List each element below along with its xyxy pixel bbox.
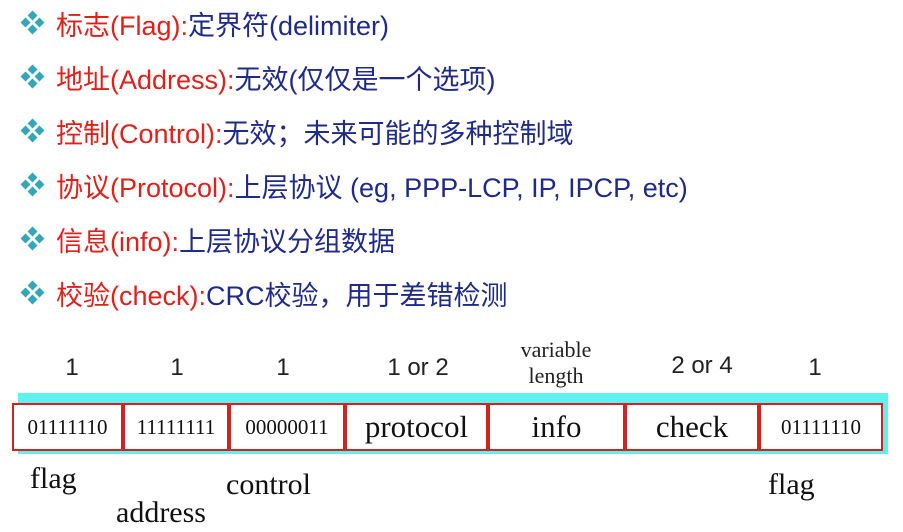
bullet-check: 校验(check): CRC校验，用于差错检测: [20, 273, 508, 313]
bullet-term: 校验(check):: [56, 280, 207, 311]
size-label-address: 1: [170, 354, 184, 381]
bullet-term: 协议(Protocol):: [56, 172, 235, 203]
field-flag-end: 01111110: [759, 403, 883, 451]
bullet-address: 地址(Address): 无效(仅仅是一个选项): [20, 57, 496, 97]
bullet-desc: 上层协议分组数据: [179, 226, 396, 257]
bullet-control: 控制(Control): 无效；未来可能的多种控制域: [20, 111, 574, 151]
bullet-desc: 上层协议 (eg, PPP-LCP, IP, IPCP, etc): [234, 172, 688, 203]
ppp-frame: 01111110 11111111 00000011 protocol info…: [12, 403, 884, 455]
bullet-term: 控制(Control):: [56, 118, 223, 149]
diamond-bullet-icon: [20, 172, 45, 197]
size-label-flag: 1: [65, 354, 79, 381]
diamond-bullet-icon: [20, 10, 45, 35]
field-address: 11111111: [123, 403, 229, 451]
label-address: address: [116, 496, 206, 529]
field-control: 00000011: [229, 403, 345, 451]
size-label-flag-end: 1: [808, 354, 822, 381]
bullet-flag: 标志(Flag): 定界符(delimiter): [20, 3, 390, 43]
bullet-protocol: 协议(Protocol): 上层协议 (eg, PPP-LCP, IP, IPC…: [20, 165, 688, 205]
bullet-term: 标志(Flag):: [56, 10, 189, 41]
field-flag-start: 01111110: [12, 403, 123, 451]
bullet-info: 信息(info): 上层协议分组数据: [20, 219, 396, 259]
diamond-bullet-icon: [20, 64, 45, 89]
size-label-info: variable length: [520, 337, 592, 388]
label-control: control: [226, 468, 311, 501]
size-label-protocol: 1 or 2: [387, 354, 449, 381]
bullet-desc: CRC校验，用于差错检测: [206, 280, 508, 311]
bullet-desc: 无效(仅仅是一个选项): [234, 64, 496, 95]
bullet-desc: 定界符(delimiter): [188, 10, 390, 41]
field-check: check: [625, 403, 759, 451]
label-flag-left: flag: [30, 462, 77, 495]
label-flag-right: flag: [768, 468, 815, 501]
field-protocol: protocol: [345, 403, 488, 451]
size-label-control: 1: [276, 354, 290, 381]
size-label-check: 2 or 4: [671, 352, 733, 379]
diamond-bullet-icon: [20, 280, 45, 305]
bullet-term: 地址(Address):: [56, 64, 235, 95]
bullet-term: 信息(info):: [56, 226, 180, 257]
field-size-row: 1 1 1 1 or 2 variable length 2 or 4 1: [0, 337, 903, 396]
diamond-bullet-icon: [20, 118, 45, 143]
field-info: info: [488, 403, 625, 451]
diamond-bullet-icon: [20, 226, 45, 251]
bullet-desc: 无效；未来可能的多种控制域: [222, 118, 574, 149]
